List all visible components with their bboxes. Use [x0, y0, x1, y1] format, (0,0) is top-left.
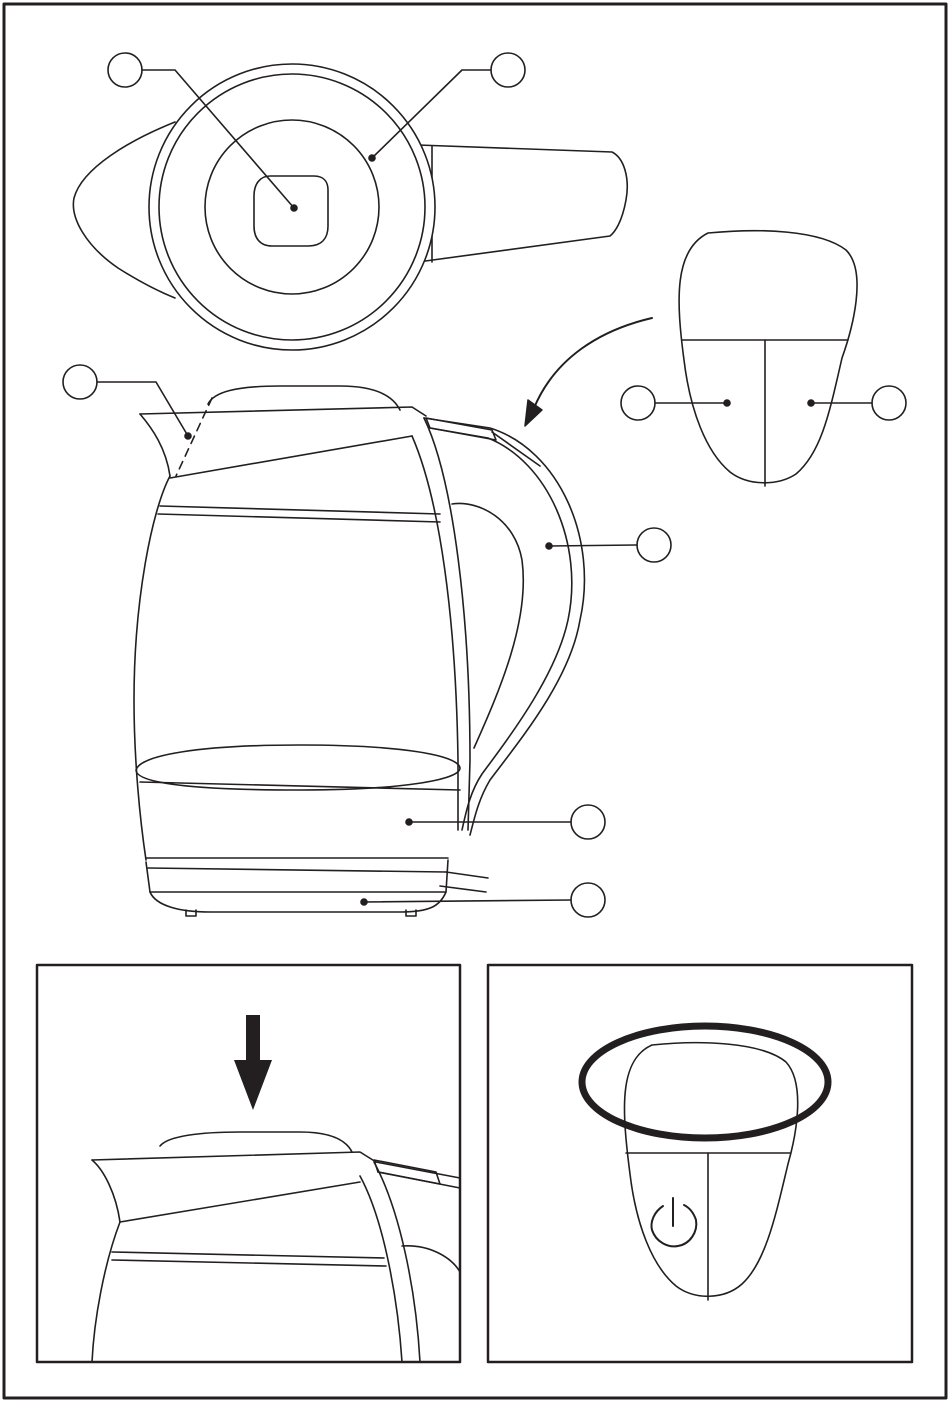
power-plate-top [446, 872, 488, 878]
max-line-2 [158, 514, 440, 522]
panel-left [37, 965, 460, 1362]
curved-arrow-icon [525, 318, 652, 426]
control-panel-outline [679, 231, 857, 483]
control-panel [679, 231, 857, 486]
kettle-body-right [412, 436, 458, 830]
callout-water-body [409, 805, 605, 839]
handle-top-slot [426, 418, 496, 440]
zoom-band [120, 1182, 360, 1222]
callout-handle [549, 528, 671, 562]
top-handle [418, 145, 627, 262]
zoom-handle-top [376, 1162, 460, 1178]
kettle-side-view [134, 386, 584, 916]
handle-outer [424, 418, 584, 835]
power-icon [651, 1198, 696, 1246]
zoom-spout [92, 1160, 120, 1222]
zoom-lid [160, 1132, 352, 1152]
callout-control-right [811, 386, 906, 420]
zoom-max-line-2 [112, 1260, 386, 1266]
zoom-handle-grip [402, 1246, 460, 1272]
callout-spout-filter [63, 365, 188, 436]
zoom-body-left [92, 1222, 120, 1362]
kettle-lid [208, 386, 400, 410]
zoom-handle-front [374, 1162, 420, 1362]
kettle-spout-front [140, 414, 170, 476]
kettle-body-left [134, 476, 170, 860]
spout-filter-dashed [176, 398, 212, 476]
kettle-rim [140, 407, 426, 416]
zoom-control-panel [624, 1043, 797, 1297]
handle-front-edge [424, 418, 470, 830]
callout-control-left [621, 386, 727, 420]
body-lower-line-2 [148, 868, 446, 872]
zoom-rim [92, 1152, 376, 1162]
zoom-max-line-1 [112, 1252, 384, 1258]
top-view [73, 64, 627, 350]
max-line-1 [160, 506, 440, 514]
down-arrow-icon [234, 1015, 272, 1110]
handle-top-edge [492, 432, 540, 466]
page-frame [4, 4, 946, 1398]
panel-right [488, 965, 912, 1362]
kettle-top-band [170, 436, 412, 478]
handle-grip-cutout [452, 503, 523, 748]
zoom-body-right [360, 1176, 402, 1362]
